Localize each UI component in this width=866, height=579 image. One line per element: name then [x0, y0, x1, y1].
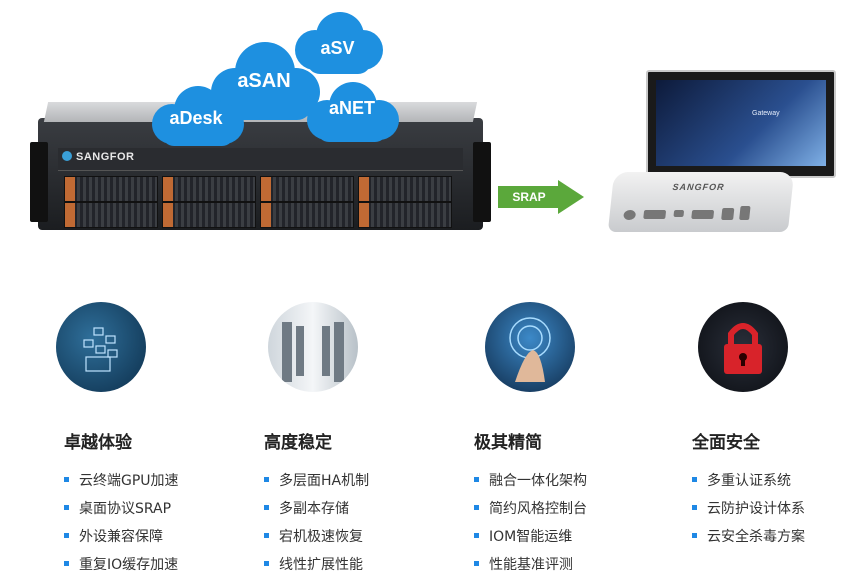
vga-port	[643, 210, 667, 219]
feature-item: 多副本存储	[264, 495, 369, 523]
feature-item: 重复IO缓存加速	[64, 551, 179, 579]
power-button	[623, 210, 637, 220]
drive-bay	[260, 176, 354, 202]
feature-item: 简约风格控制台	[474, 495, 587, 523]
feature-column: 高度稳定 多层面HA机制 多副本存储 宕机极速恢复 线性扩展性能	[264, 428, 369, 579]
monitor-brand: Gateway	[752, 110, 780, 117]
server-ear-left	[30, 142, 48, 222]
feature-column: 极其精简 融合一体化架构 简约风格控制台 IOM智能运维 性能基准评测	[474, 428, 587, 579]
desktop-app-icon	[56, 302, 146, 392]
feature-column: 卓越体验 云终端GPU加速 桌面协议SRAP 外设兼容保障 重复IO缓存加速	[64, 428, 179, 579]
feature-item: 桌面协议SRAP	[64, 495, 179, 523]
feature-item: 外设兼容保障	[64, 523, 179, 551]
monitor: Gateway	[646, 70, 836, 178]
hand-touch-icon	[485, 302, 575, 392]
srap-arrow-head	[558, 180, 584, 214]
feature-item: 宕机极速恢复	[264, 523, 369, 551]
dvi-port	[691, 210, 715, 219]
drive-bay	[162, 202, 256, 228]
cloud-anet: aNET	[297, 78, 407, 148]
feature-title: 极其精简	[474, 433, 542, 453]
padlock-icon	[698, 302, 788, 392]
datacenter-icon	[268, 302, 358, 392]
drive-bay	[64, 176, 158, 202]
feature-item: 多重认证系统	[692, 467, 805, 495]
usb-ports	[739, 206, 751, 220]
cloud-asan: aSAN	[200, 38, 328, 130]
hdmi-port	[673, 210, 685, 217]
drive-bay	[162, 176, 256, 202]
feature-title: 高度稳定	[264, 433, 332, 453]
monitor-screen: Gateway	[656, 80, 826, 166]
feature-item: 融合一体化架构	[474, 467, 587, 495]
feature-title: 全面安全	[692, 433, 760, 453]
server-ear-right	[473, 142, 491, 222]
feature-column: 全面安全 多重认证系统 云防护设计体系 云安全杀毒方案	[692, 428, 805, 551]
feature-item: 性能基准评测	[474, 551, 587, 579]
feature-item: 云终端GPU加速	[64, 467, 179, 495]
drive-bay	[260, 202, 354, 228]
feature-item: 云防护设计体系	[692, 495, 805, 523]
feature-item: 多层面HA机制	[264, 467, 369, 495]
server-chassis: SANGFOR	[30, 102, 491, 230]
srap-label: SRAP	[512, 190, 546, 204]
feature-item: 云安全杀毒方案	[692, 523, 805, 551]
srap-arrow	[498, 186, 560, 208]
thin-client-brand: SANGFOR	[672, 182, 726, 192]
feature-title: 卓越体验	[64, 433, 132, 453]
server-logo: SANGFOR	[62, 151, 135, 163]
feature-item: 线性扩展性能	[264, 551, 369, 579]
cloud-asv: aSV	[285, 8, 390, 80]
cloud-adesk: aDesk	[140, 80, 252, 152]
drive-bay	[64, 202, 158, 228]
drive-bay	[358, 176, 452, 202]
feature-item: IOM智能运维	[474, 523, 587, 551]
server-front-panel	[58, 148, 463, 171]
thin-client-device: SANGFOR	[607, 172, 795, 232]
lan-port	[721, 208, 735, 220]
drive-bay	[358, 202, 452, 228]
